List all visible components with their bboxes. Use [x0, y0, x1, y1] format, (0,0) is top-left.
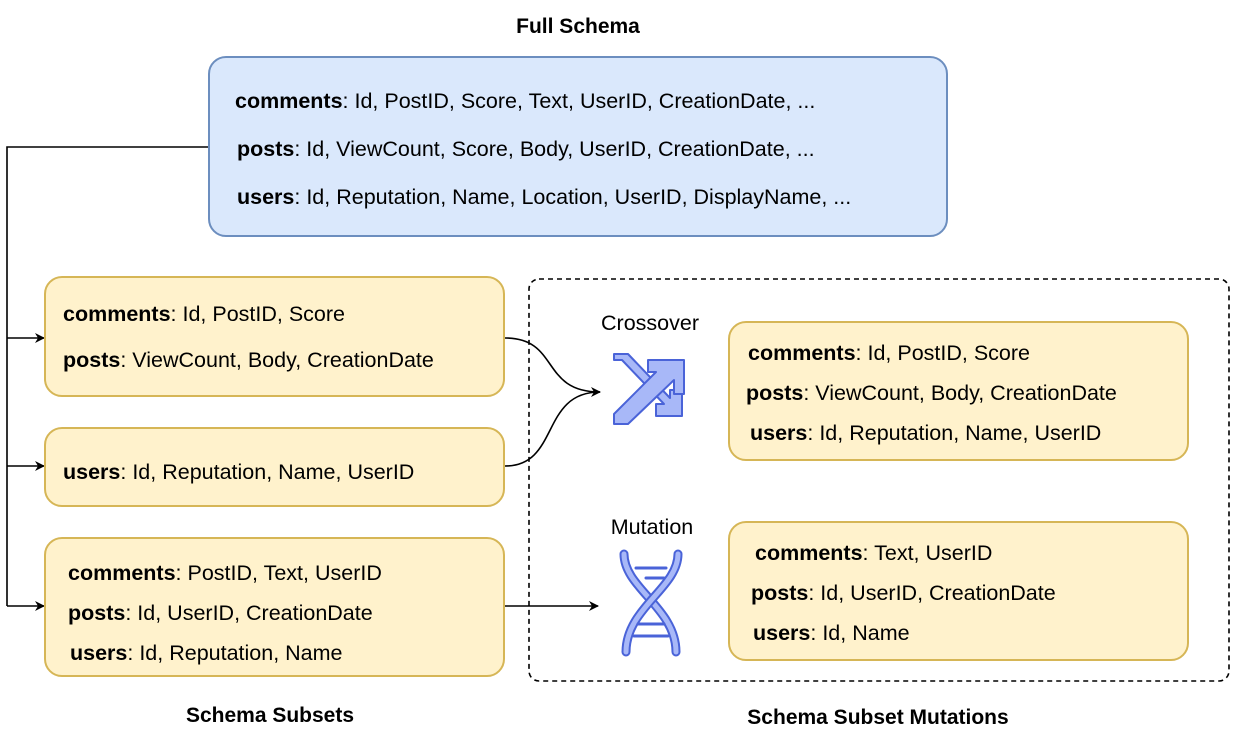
- schema-subset-1-box: comments: Id, PostID, Score posts: ViewC…: [44, 276, 505, 397]
- mutation-result-row-comments: comments: Text, UserID: [755, 541, 993, 565]
- subset-1-row-comments: comments: Id, PostID, Score: [63, 302, 346, 326]
- full-schema-row-posts: posts: Id, ViewCount, Score, Body, UserI…: [237, 137, 815, 161]
- subset-3-row-comments: comments: PostID, Text, UserID: [68, 561, 382, 585]
- full-schema-box: comments: Id, PostID, Score, Text, UserI…: [208, 56, 948, 237]
- schema-subset-2-box: users: Id, Reputation, Name, UserID: [44, 427, 505, 507]
- mutation-result-row-users: users: Id, Name: [753, 621, 910, 645]
- full-schema-row-comments: comments: Id, PostID, Score, Text, UserI…: [235, 89, 816, 113]
- crossover-result-row-users: users: Id, Reputation, Name, UserID: [750, 421, 1102, 445]
- full-schema-feed-line: [6, 146, 210, 606]
- subset-3-row-users: users: Id, Reputation, Name: [70, 641, 343, 665]
- full-schema-row-users: users: Id, Reputation, Name, Location, U…: [237, 185, 852, 209]
- schema-subset-3-box: comments: PostID, Text, UserID posts: Id…: [44, 537, 505, 677]
- crossover-result-row-posts: posts: ViewCount, Body, CreationDate: [746, 381, 1117, 405]
- full-schema-caption: Full Schema: [516, 15, 640, 38]
- crossover-result-row-comments: comments: Id, PostID, Score: [748, 341, 1031, 365]
- dna-icon: [619, 549, 683, 657]
- mutation-result-box: comments: Text, UserID posts: Id, UserID…: [728, 521, 1189, 661]
- schema-subsets-caption: Schema Subsets: [185, 704, 355, 727]
- schema-subset-mutations-caption: Schema Subset Mutations: [747, 706, 1009, 729]
- crossover-curve-from-subset-1: [504, 337, 601, 397]
- subset-2-row-users: users: Id, Reputation, Name, UserID: [63, 460, 415, 484]
- mutation-result-row-posts: posts: Id, UserID, CreationDate: [751, 581, 1056, 605]
- crossover-result-box: comments: Id, PostID, Score posts: ViewC…: [728, 321, 1189, 461]
- crossover-curve-from-subset-2: [504, 391, 601, 467]
- subset-1-row-posts: posts: ViewCount, Body, CreationDate: [63, 348, 434, 372]
- shuffle-arrows-icon: [613, 353, 685, 425]
- crossover-label: Crossover: [601, 311, 699, 335]
- mutations-dashed-group: [528, 278, 1230, 682]
- subset-3-row-posts: posts: Id, UserID, CreationDate: [68, 601, 373, 625]
- mutation-label: Mutation: [610, 515, 694, 539]
